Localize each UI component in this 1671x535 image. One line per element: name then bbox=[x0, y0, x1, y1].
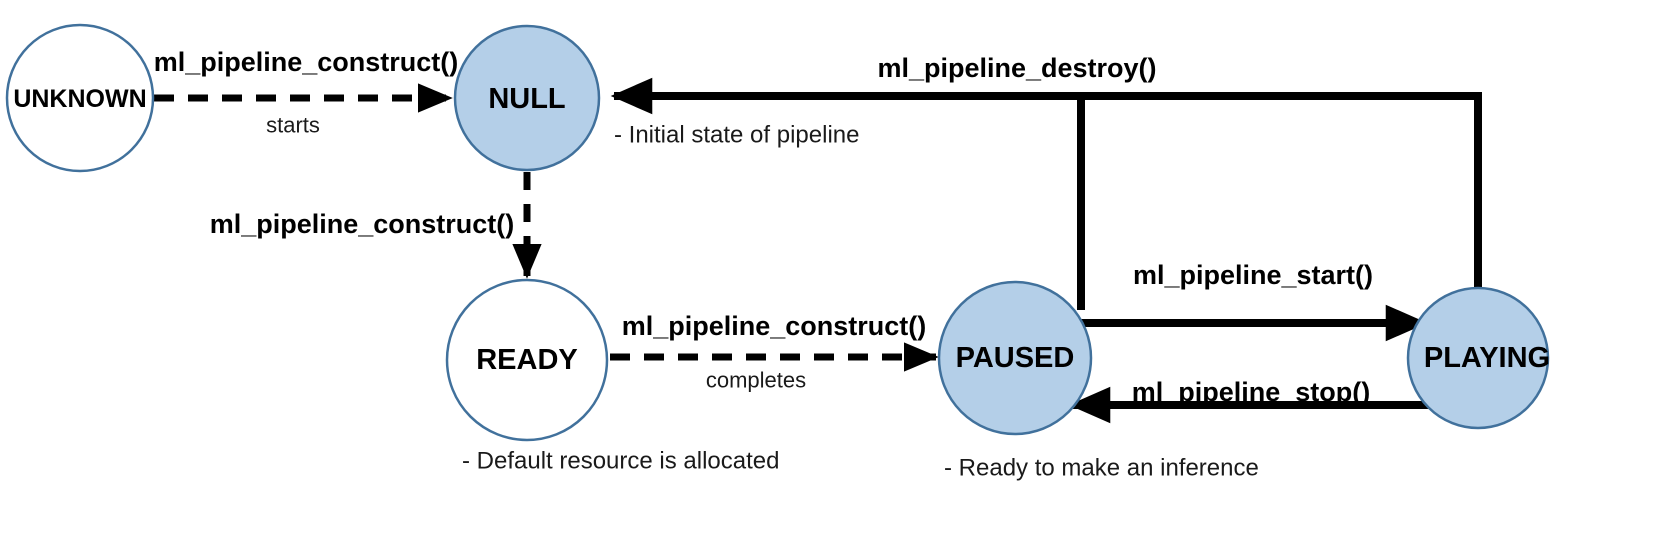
node-shape-paused[interactable] bbox=[937, 280, 1093, 436]
node-ready[interactable]: READY bbox=[445, 278, 609, 442]
edge-label-paused-to-playing: ml_pipeline_start() bbox=[1133, 260, 1373, 290]
node-label-paused: PAUSED bbox=[956, 342, 1075, 374]
edge-label-unknown-to-null: ml_pipeline_construct() bbox=[154, 47, 459, 77]
edge-label-ready-to-paused: ml_pipeline_construct() bbox=[622, 311, 927, 341]
edge-paused-to-playing: ml_pipeline_start() bbox=[1068, 260, 1428, 342]
node-label-ready: READY bbox=[476, 344, 578, 376]
edge-label-null-to-ready: ml_pipeline_construct() bbox=[210, 209, 515, 239]
edge-sublabel-ready-to-paused: completes bbox=[706, 368, 806, 393]
edge-destroy-to-null: ml_pipeline_destroy() bbox=[610, 53, 1482, 310]
edge-sublabel-unknown-to-null: starts bbox=[266, 113, 320, 138]
note-ready-default-resource: - Default resource is allocated bbox=[462, 448, 779, 475]
node-shape-ready[interactable] bbox=[445, 278, 609, 442]
node-playing[interactable]: PLAYING bbox=[1406, 286, 1550, 430]
note-null-initial-state: - Initial state of pipeline bbox=[614, 122, 859, 149]
node-null[interactable]: NULL bbox=[453, 24, 601, 172]
node-unknown[interactable]: UNKNOWN bbox=[5, 23, 155, 173]
node-label-unknown: UNKNOWN bbox=[13, 85, 146, 113]
node-shape-unknown[interactable] bbox=[5, 23, 155, 173]
node-label-null: NULL bbox=[488, 83, 565, 115]
edge-unknown-to-null: ml_pipeline_construct() starts bbox=[154, 47, 459, 138]
node-paused[interactable]: PAUSED bbox=[937, 280, 1093, 436]
edge-ready-to-paused: ml_pipeline_construct() completes bbox=[610, 311, 939, 393]
node-shape-playing[interactable] bbox=[1406, 286, 1550, 430]
edge-playing-to-paused: ml_pipeline_stop() bbox=[1068, 377, 1430, 424]
node-shape-null[interactable] bbox=[453, 24, 601, 172]
node-label-playing: PLAYING bbox=[1424, 342, 1550, 374]
edge-label-playing-to-paused: ml_pipeline_stop() bbox=[1132, 377, 1371, 407]
edge-label-destroy-to-null: ml_pipeline_destroy() bbox=[877, 53, 1156, 83]
note-paused-ready-inference: - Ready to make an inference bbox=[944, 455, 1259, 482]
edge-null-to-ready: ml_pipeline_construct() bbox=[210, 172, 542, 279]
